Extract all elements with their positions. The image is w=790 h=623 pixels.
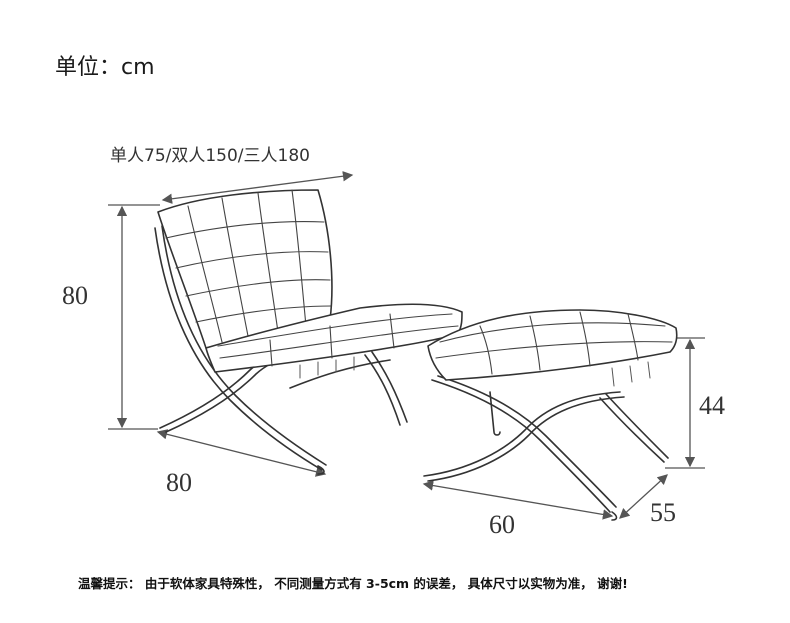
chair-frame-side (364, 354, 401, 426)
ottoman-height-label: 44 (699, 391, 725, 420)
footer-note: 温馨提示： 由于软体家具特殊性， 不同测量方式有 3-5cm 的误差， 具体尺寸… (78, 576, 628, 591)
width-arrow (161, 171, 354, 204)
ottoman-depth-arrow (619, 474, 668, 519)
dimension-lines (108, 171, 705, 520)
ottoman-width-arrow (422, 480, 614, 520)
chair-seat-cushion (205, 303, 463, 373)
unit-label: 单位：cm (55, 55, 155, 80)
ottoman-side-leg (599, 397, 665, 463)
ottoman-front-leg (423, 391, 621, 477)
width-dimension-label: 单人75/双人150/三人180 (110, 146, 310, 166)
chair-depth-arrow (156, 429, 327, 477)
ottoman (423, 309, 678, 521)
chair-depth-label: 80 (166, 468, 192, 497)
chair-frame-back-leg (154, 227, 323, 471)
ottoman-width-label: 60 (489, 510, 515, 539)
chair-height-label: 80 (62, 281, 88, 310)
lounge-chair (154, 189, 463, 475)
ottoman-back-leg (431, 379, 611, 513)
ottoman-depth-label: 55 (650, 498, 676, 527)
